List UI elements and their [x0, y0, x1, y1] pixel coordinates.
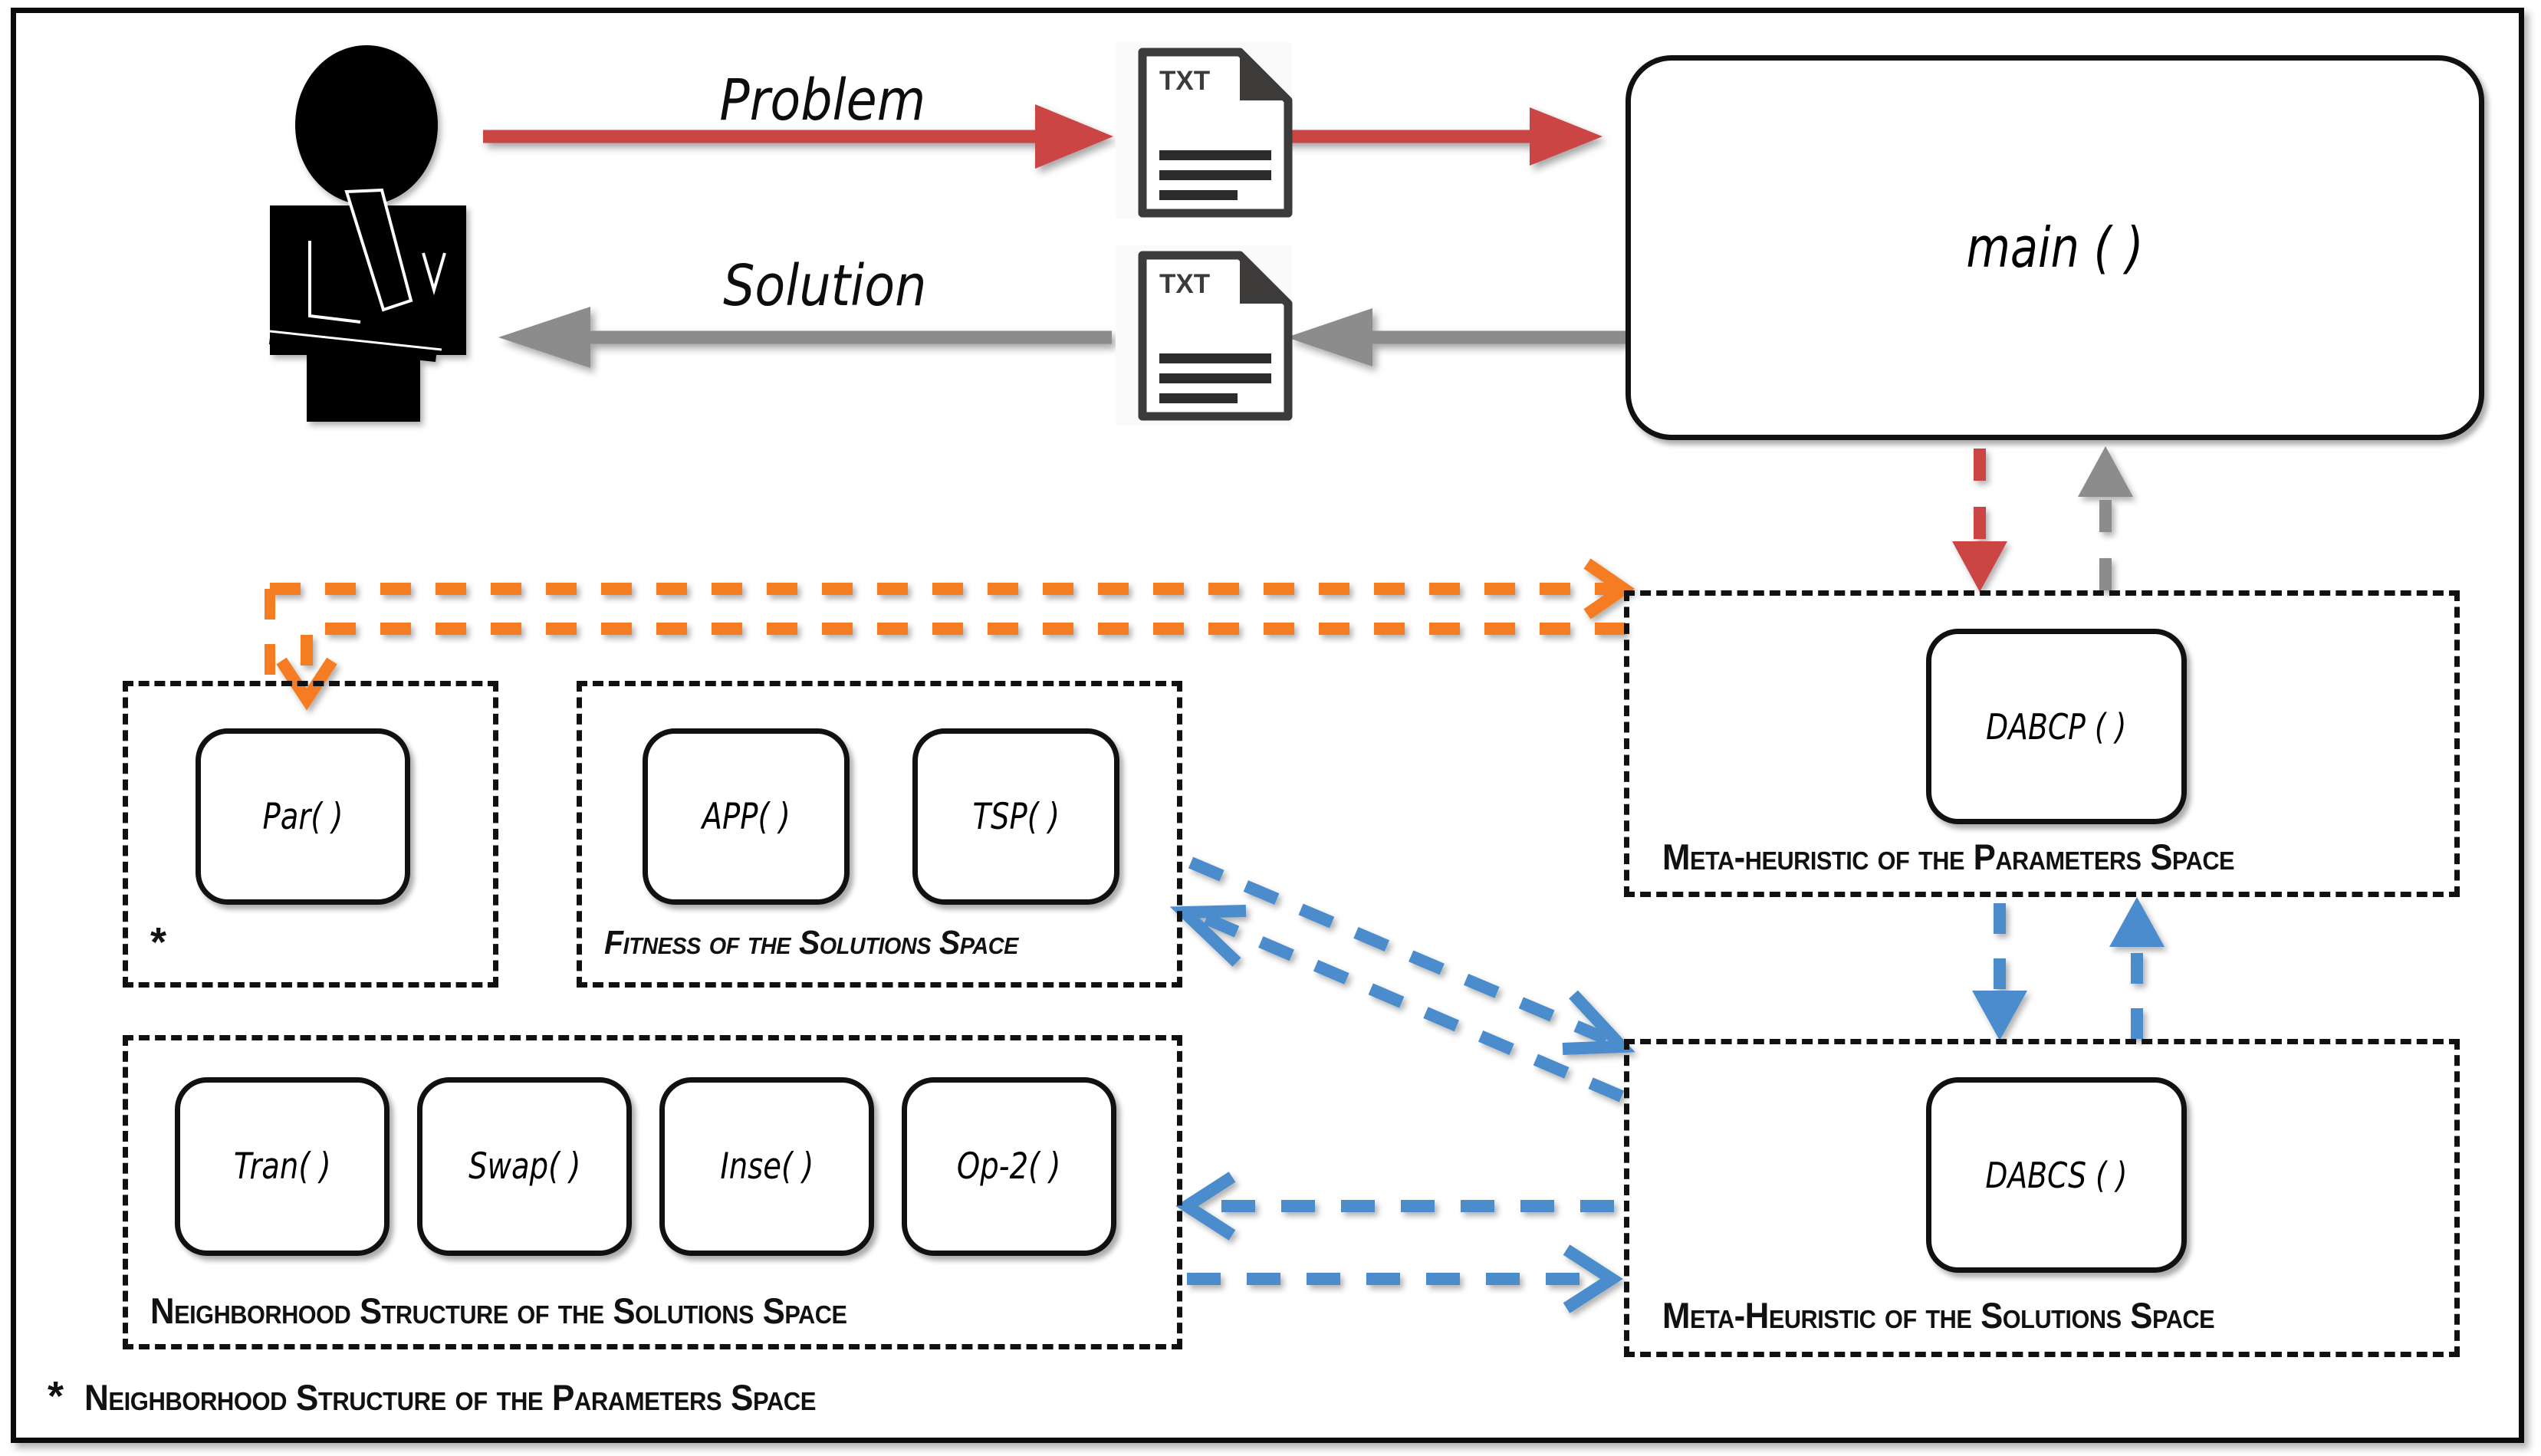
dabcp-function-label: DABCP ( ) [1986, 705, 2127, 748]
footnote-marker: * [48, 1373, 64, 1419]
swap-function-box[interactable]: Swap( ) [417, 1077, 632, 1256]
flow-label-problem: Problem [719, 67, 926, 133]
inse-function-label: Inse( ) [720, 1145, 814, 1188]
tsp-function-box[interactable]: TSP( ) [912, 728, 1119, 905]
fitness-group-caption: Fitness of the Solutions Space [604, 924, 1018, 961]
dabcs-function-label: DABCS ( ) [1985, 1154, 2128, 1196]
swap-function-label: Swap( ) [468, 1145, 581, 1188]
dabcp-function-box[interactable]: DABCP ( ) [1926, 629, 2187, 824]
app-function-label: APP( ) [702, 795, 791, 838]
parameters-space-group [1624, 590, 2460, 897]
app-function-box[interactable]: APP( ) [643, 728, 850, 905]
solutions-space-group [1624, 1039, 2460, 1357]
parameters-space-caption: Meta-heuristic of the Parameters Space [1662, 836, 2235, 877]
par-function-box[interactable]: Par( ) [196, 728, 410, 905]
op2-function-box[interactable]: Op-2( ) [902, 1077, 1116, 1256]
solutions-neighborhood-caption: Neighborhood Structure of the Solutions … [150, 1290, 847, 1331]
main-function-label: main ( ) [1966, 215, 2144, 280]
main-function-box[interactable]: main ( ) [1626, 55, 2484, 440]
tran-function-label: Tran( ) [233, 1145, 331, 1188]
footnote-text: Neighborhood Structure of the Parameters… [84, 1377, 816, 1418]
tsp-function-label: TSP( ) [972, 795, 1060, 838]
solutions-space-caption: Meta-Heuristic of the Solutions Space [1662, 1295, 2215, 1336]
inse-function-box[interactable]: Inse( ) [659, 1077, 874, 1256]
solutions-neighborhood-group [123, 1035, 1182, 1349]
parameters-neighborhood-asterisk: * [150, 919, 167, 965]
dabcs-function-box[interactable]: DABCS ( ) [1926, 1077, 2187, 1273]
fitness-group [577, 681, 1182, 988]
tran-function-box[interactable]: Tran( ) [175, 1077, 390, 1256]
flow-label-solution: Solution [723, 253, 927, 319]
op2-function-label: Op-2( ) [957, 1145, 1061, 1188]
parameters-neighborhood-group [123, 681, 498, 988]
par-function-label: Par( ) [262, 795, 344, 838]
